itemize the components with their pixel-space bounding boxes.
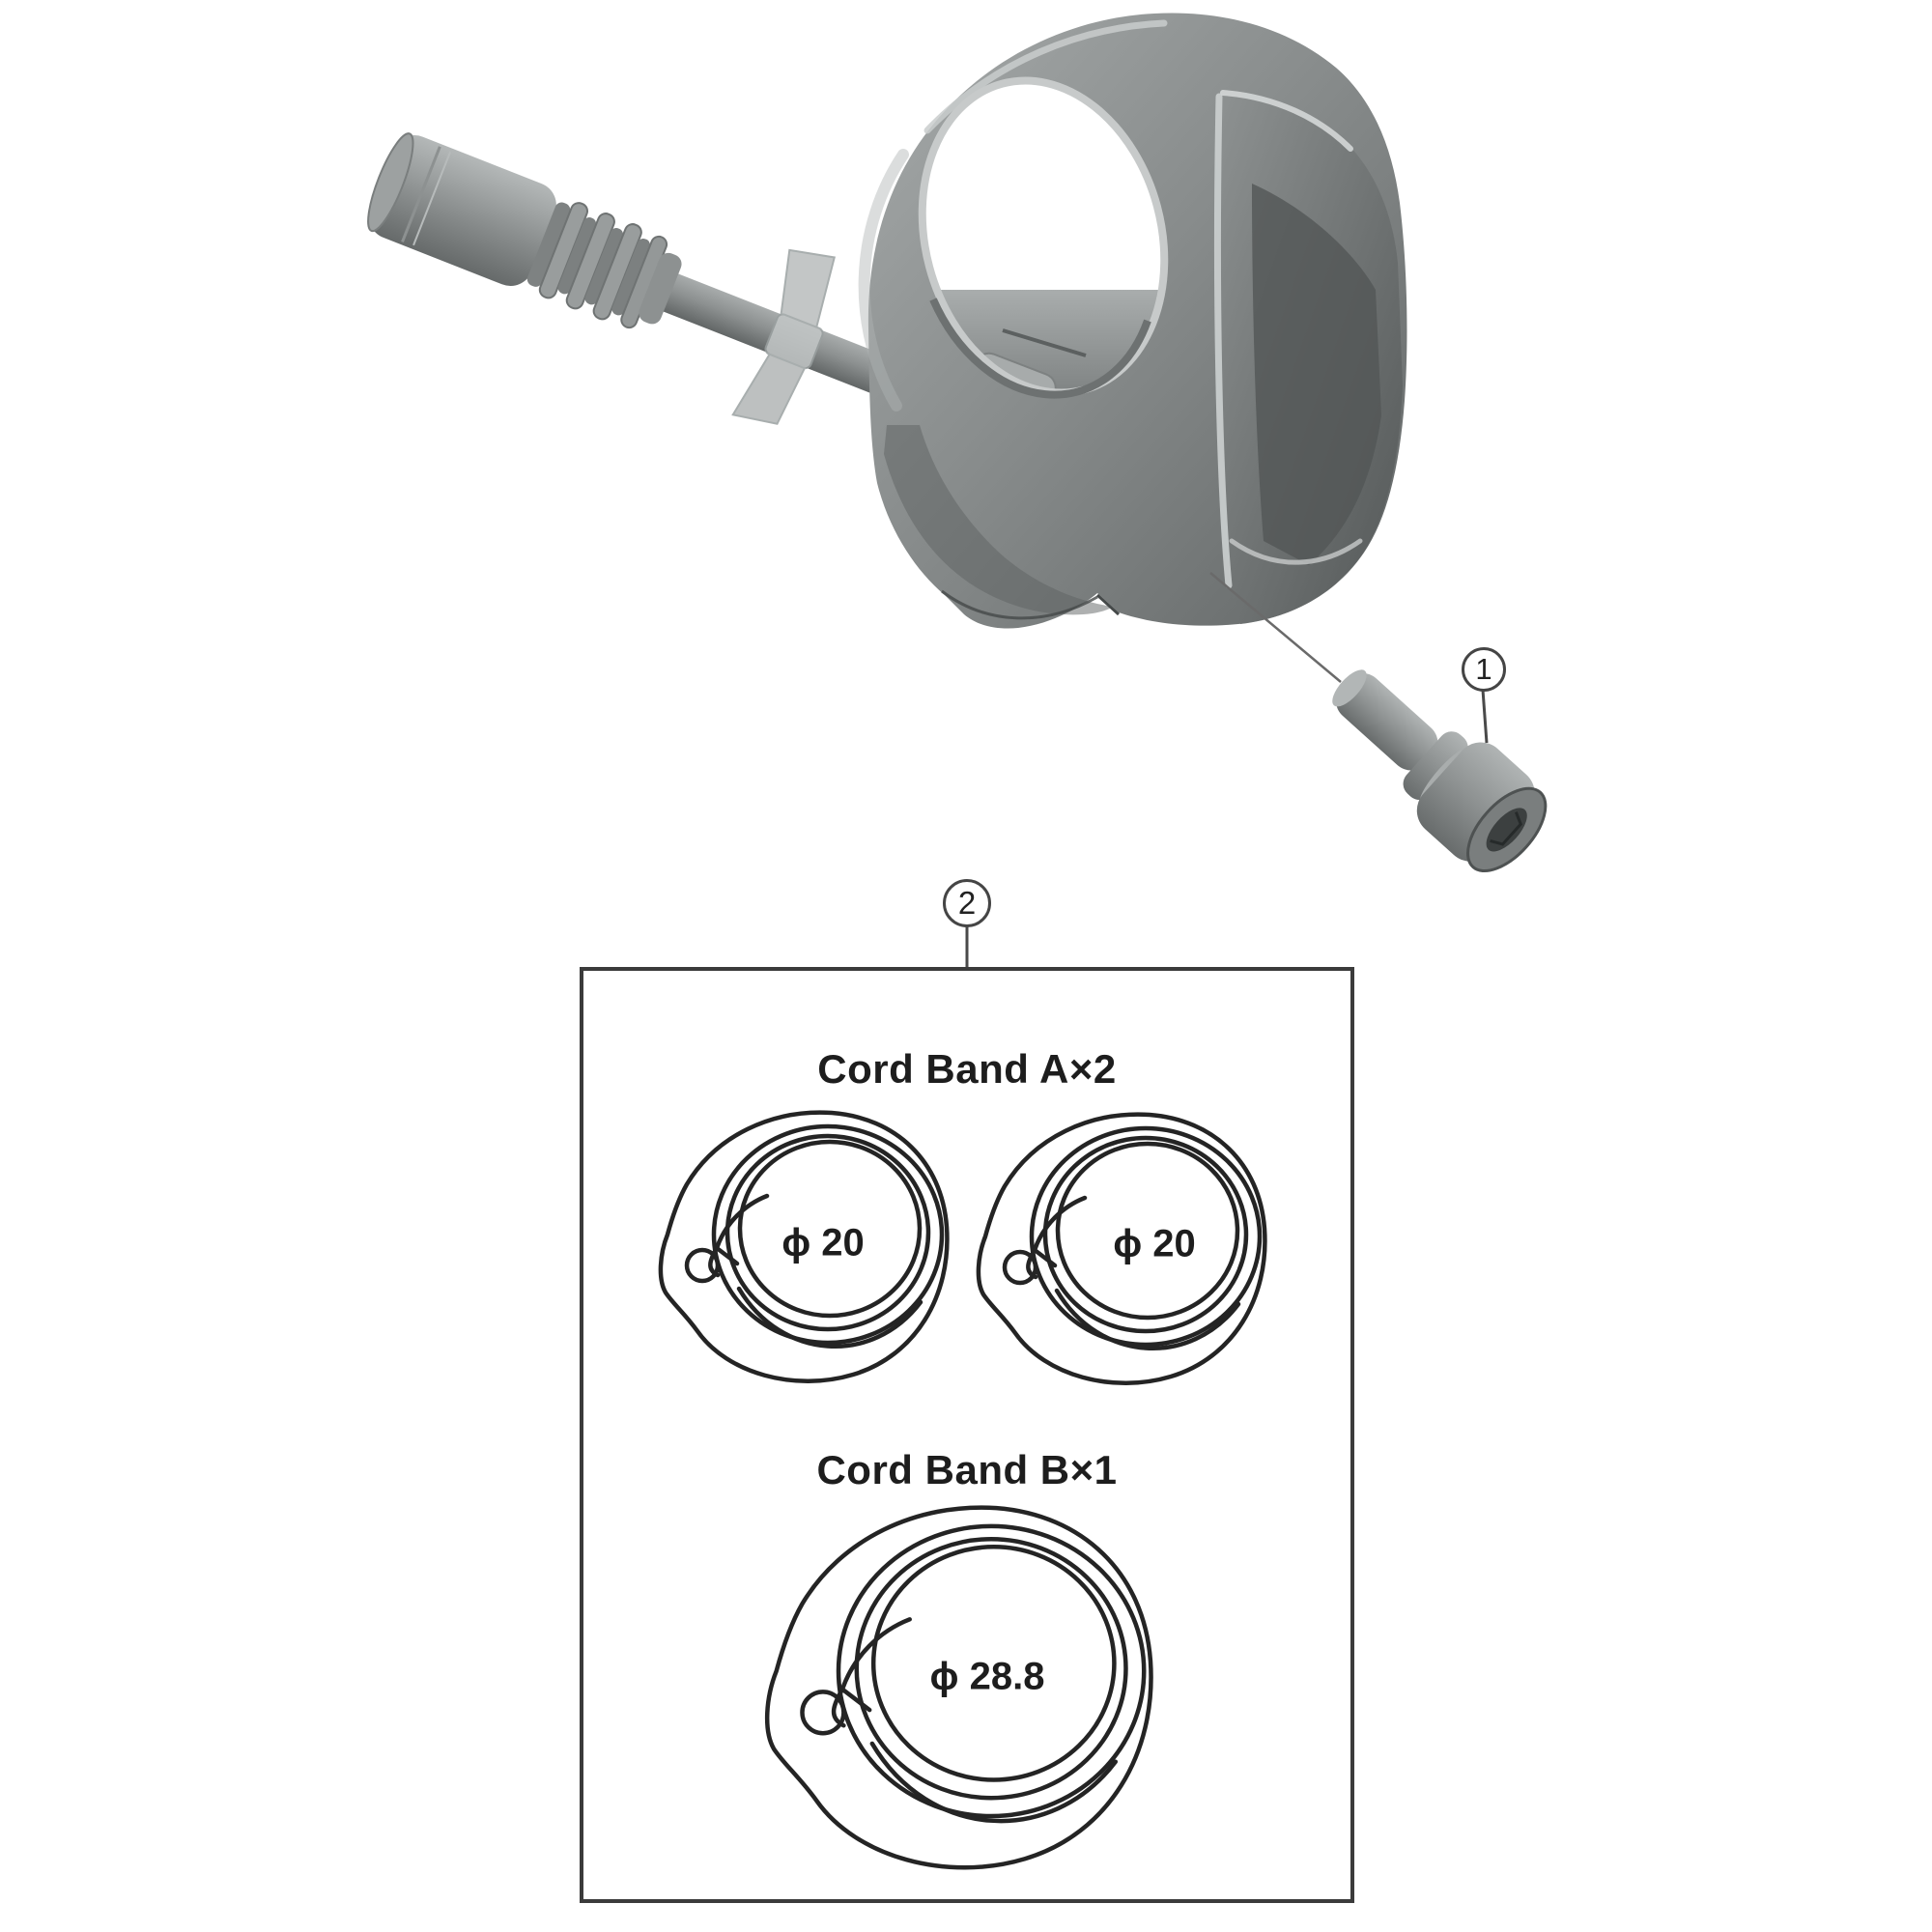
callout-2-number: 2 [957, 885, 977, 921]
cord-band-a-1-diameter: ϕ 20 [781, 1221, 865, 1264]
etube-connector-plug [368, 135, 556, 286]
callout-1-number: 1 [1475, 652, 1492, 686]
connector-ribs [538, 202, 668, 329]
cord-band-b-title: Cord Band B×1 [816, 1447, 1118, 1492]
callout-1: 1 [1462, 647, 1506, 692]
cord-band-a-2-diameter: ϕ 20 [1113, 1222, 1196, 1265]
callout-1-leader [1481, 689, 1489, 744]
bolt-alignment-line [1209, 572, 1342, 683]
cord-clip [731, 248, 836, 425]
switch-cover [1213, 89, 1403, 624]
hex-socket [1486, 808, 1527, 852]
callout-2: 2 [943, 879, 991, 927]
switch-unit-housing [858, 13, 1407, 629]
cord-band-a-title: Cord Band A×2 [817, 1046, 1117, 1092]
cord-band-b-diameter: ϕ 28.8 [929, 1655, 1045, 1698]
parts-box [580, 967, 1354, 1903]
clamp-bolt [1332, 669, 1548, 873]
